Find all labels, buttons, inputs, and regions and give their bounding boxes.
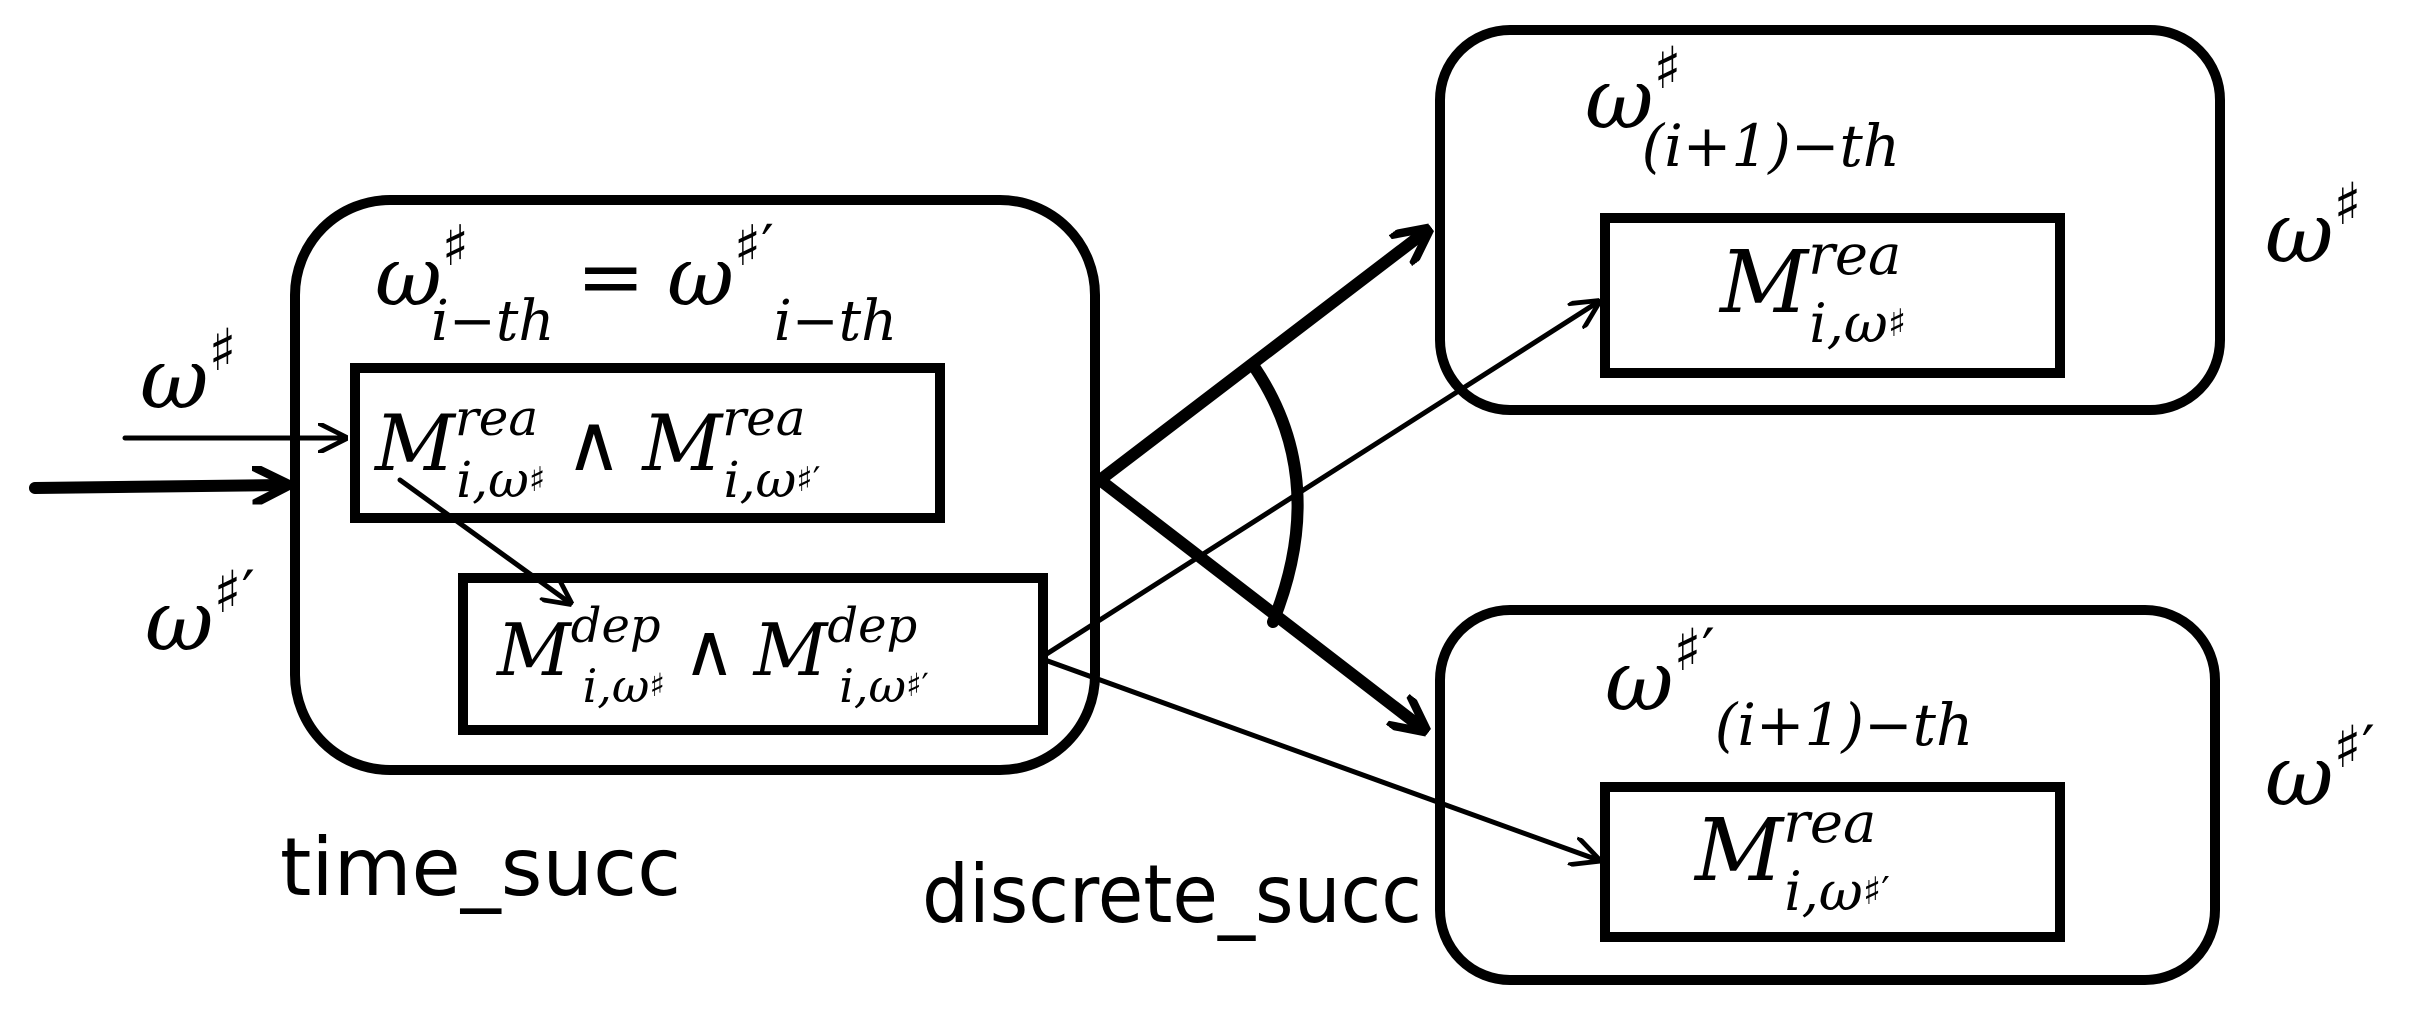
dep-to-rea-top-arrow [1042, 302, 1598, 658]
discrete-arrow-down [1094, 474, 1422, 728]
dep-to-rea-bottom-arrow [1042, 657, 1598, 860]
label-omega-ith-eq: ω♯i−th=ω♯′i−th [375, 214, 897, 354]
entry-arrow-thick [29, 485, 283, 488]
label-omega-i1th-top: ω♯(i+1)−th [1585, 34, 1900, 180]
caption-time-succ: time_succ [280, 821, 681, 914]
label-omega-i1th-bottom: ω♯′(i+1)−th [1605, 616, 1973, 759]
label-omega-sharp-right: ω♯ [2265, 170, 2362, 282]
discrete-arrow-up [1094, 232, 1425, 486]
discrete-choice-arc [1249, 362, 1304, 628]
inner-arrow [397, 477, 570, 603]
label-omega-sharp-prime-right: ω♯′ [2265, 713, 2375, 825]
label-omega-sharp-prime-left: ω♯′ [145, 558, 255, 670]
caption-discrete-succ: discrete_succ [922, 848, 1422, 941]
label-omega-sharp-left: ω♯ [140, 316, 237, 428]
constraint-box-rea-top [1600, 213, 2065, 378]
constraint-box-rea-conj [350, 363, 945, 523]
